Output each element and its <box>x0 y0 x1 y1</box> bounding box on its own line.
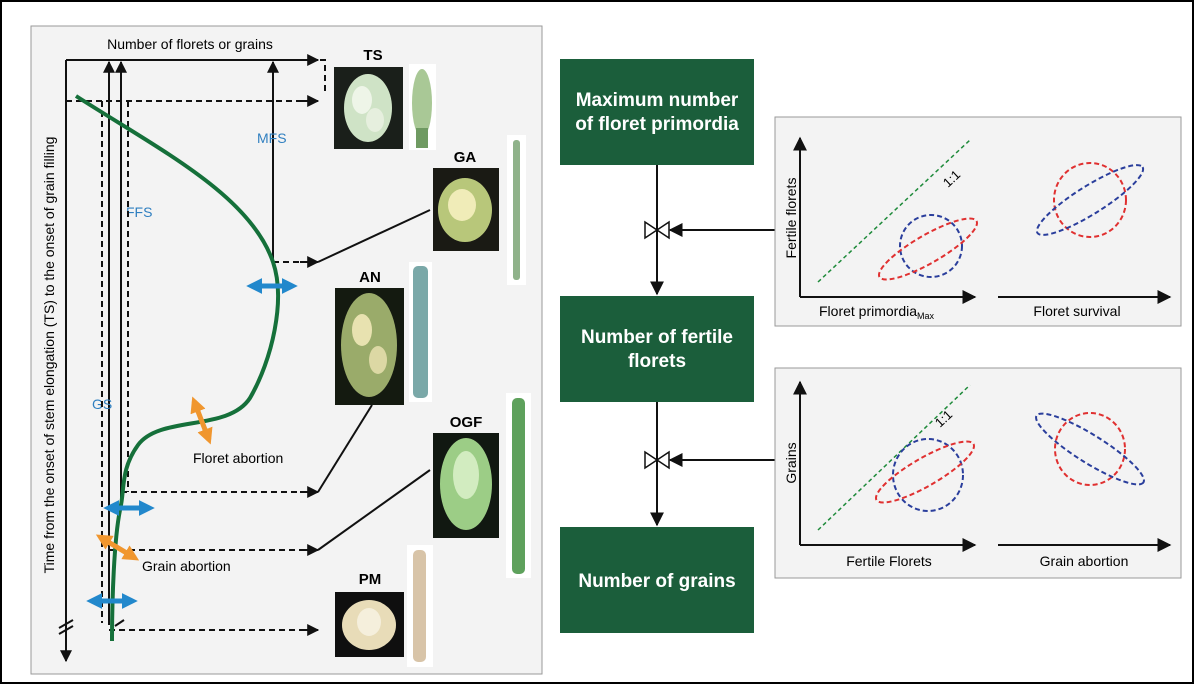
ga-connector <box>317 209 431 263</box>
gs-break-mark <box>114 619 125 627</box>
pm-photo <box>335 545 433 667</box>
left-panel-background <box>30 25 543 675</box>
panel-top-ellipse-red <box>878 217 978 281</box>
box-fertile-florets-line2: florets <box>628 351 686 372</box>
stage-label-pm: PM <box>359 571 382 588</box>
panel-top: 1:1 Fertile florets Floret primordiaMax … <box>774 116 1182 327</box>
panel-bottom-xlabel-2: Grain abortion <box>1040 553 1129 569</box>
panel-top-xlabel-2: Floret survival <box>1033 303 1120 319</box>
box-max-primordia-line1: Maximum number <box>576 90 739 111</box>
stage-label-ts: TS <box>363 47 382 64</box>
mfs-label: MFS <box>257 130 287 146</box>
panel-top-ellipse-red-2 <box>1053 162 1127 238</box>
orange-arrow-floret <box>190 396 213 445</box>
ga-photo <box>433 135 526 285</box>
box-grains <box>560 527 754 633</box>
top-axis-label: Number of florets or grains <box>107 36 273 52</box>
an-photo <box>335 262 432 405</box>
orange-arrow-grain <box>95 534 140 561</box>
ogf-connector <box>317 469 431 551</box>
panel-bottom-ellipse-blue <box>892 438 964 512</box>
box-max-primordia <box>560 59 754 165</box>
panel-bottom-background <box>774 367 1182 579</box>
y-axis-label: Time from the onset of stem elongation (… <box>41 137 57 574</box>
panel-bottom-ellipse-red <box>875 440 975 504</box>
box-fertile-florets-line1: Number of fertile <box>581 327 733 348</box>
axis-break-mark <box>58 625 74 635</box>
panel-top-ylabel: Fertile florets <box>783 178 799 259</box>
panel-top-ellipse-blue-2 <box>1035 164 1145 236</box>
an-connector <box>317 404 373 493</box>
grain-abortion-label: Grain abortion <box>142 558 231 574</box>
panel-bottom-ylabel: Grains <box>783 442 799 483</box>
box-grains-text: Number of grains <box>578 571 735 592</box>
center-flow: Maximum number of floret primordia Numbe… <box>560 59 775 633</box>
ogf-photo <box>433 393 531 578</box>
panel-top-background <box>774 116 1182 327</box>
panel-top-xlabel-1: Floret primordiaMax <box>819 303 935 321</box>
box-fertile-florets <box>560 296 754 402</box>
stage-label-ogf: OGF <box>450 414 483 431</box>
ffs-label: FFS <box>126 204 152 220</box>
floret-abortion-label: Floret abortion <box>193 450 283 466</box>
panel-bottom-identity-line <box>817 384 971 531</box>
panel-bottom-xlabel-1: Fertile Florets <box>846 553 932 569</box>
ts-photo <box>334 64 436 150</box>
stage-label-ga: GA <box>454 149 477 166</box>
box-max-primordia-line2: of floret primordia <box>575 114 739 135</box>
left-panel: Number of florets or grains Time from th… <box>30 25 543 675</box>
panel-bottom: 1:1 Grains Fertile Florets Grain abortio… <box>774 367 1182 579</box>
panel-bottom-ellipse-red-2 <box>1054 412 1126 486</box>
axis-break-mark <box>58 619 74 629</box>
stage-label-an: AN <box>359 269 381 286</box>
panel-bottom-ellipse-blue-2 <box>1035 412 1145 486</box>
panel-top-ellipse-blue <box>899 214 963 278</box>
